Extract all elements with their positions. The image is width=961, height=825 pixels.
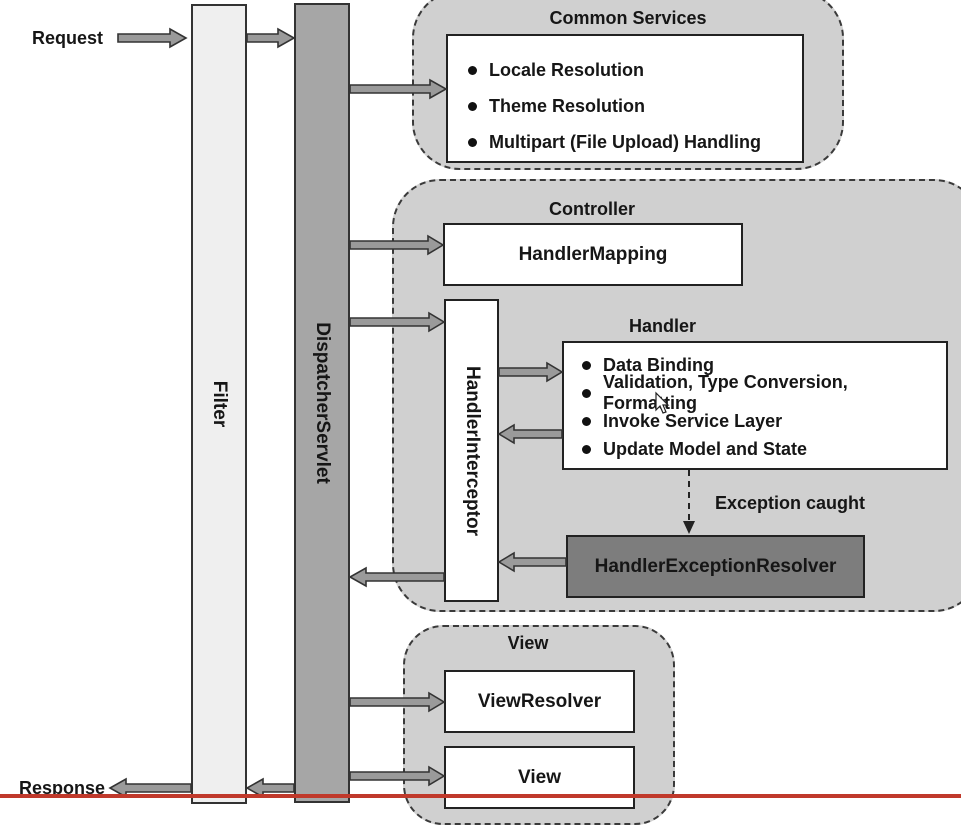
request-arrow (117, 27, 188, 49)
list-item: Locale Resolution (468, 52, 802, 88)
list-item: Validation, Type Conversion, Formatting (582, 372, 946, 413)
to-handler-arrow (498, 361, 564, 383)
bullet-icon (582, 416, 591, 426)
bullet-icon (582, 444, 591, 454)
handler-list: Data Binding Validation, Type Conversion… (582, 351, 946, 463)
to-interceptor-arrow (349, 311, 446, 333)
handler-mapping-box: HandlerMapping (443, 223, 743, 286)
request-label: Request (32, 28, 104, 48)
list-item: Data Binding (582, 351, 946, 379)
dispatcher-servlet-column: DispatcherServlet (294, 3, 350, 803)
handler-interceptor-box: HandlerInterceptor (444, 299, 499, 602)
bullet-icon (468, 65, 477, 75)
controller-title: Controller (548, 199, 635, 219)
handler-title: Handler (629, 316, 697, 336)
common-services-title: Common Services (549, 8, 707, 28)
list-item: Invoke Service Layer (582, 407, 946, 435)
bullet-icon (582, 360, 591, 370)
list-item: Update Model and State (582, 435, 946, 463)
view-title: View (507, 633, 549, 653)
list-item-label: Validation, Type Conversion, Formatting (603, 372, 848, 413)
list-item-label: Invoke Service Layer (603, 410, 783, 431)
common-services-box: Locale Resolution Theme Resolution Multi… (446, 34, 804, 163)
filter-column: Filter (191, 4, 247, 804)
bullet-icon (582, 388, 591, 398)
list-item-label: Theme Resolution (489, 95, 646, 116)
response-label: Response (19, 778, 106, 798)
handler-exception-resolver-box: HandlerExceptionResolver (566, 535, 865, 598)
list-item-label: Locale Resolution (489, 59, 645, 80)
to-common-services-arrow (349, 78, 448, 100)
common-services-list: Locale Resolution Theme Resolution Multi… (468, 52, 802, 160)
response-arrow (108, 777, 192, 798)
filter-to-dispatcher-arrow (246, 27, 296, 49)
list-item-label: Data Binding (603, 354, 714, 375)
arrows-layer (108, 27, 695, 798)
list-item-label: Multipart (File Upload) Handling (489, 131, 761, 152)
bullet-icon (468, 137, 477, 147)
back-to-dispatcher-arrow (348, 566, 445, 588)
dispatcher-to-filter-arrow (245, 777, 295, 798)
bottom-red-line (0, 794, 961, 798)
to-view-arrow (349, 765, 446, 787)
exception-dashed-arrowhead (683, 521, 695, 534)
list-item-label: Update Model and State (603, 438, 808, 459)
list-item: Theme Resolution (468, 88, 802, 124)
exception-caught-label: Exception caught (715, 493, 866, 513)
to-handler-mapping-arrow (349, 234, 445, 256)
view-resolver-box: ViewResolver (444, 670, 635, 733)
handler-box: Data Binding Validation, Type Conversion… (562, 341, 948, 470)
to-view-resolver-arrow (349, 691, 446, 713)
bullet-icon (468, 101, 477, 111)
from-handler-arrow (497, 423, 563, 445)
mouse-cursor-icon (655, 391, 670, 414)
from-exception-resolver-arrow (497, 551, 567, 573)
list-item: Multipart (File Upload) Handling (468, 124, 802, 160)
